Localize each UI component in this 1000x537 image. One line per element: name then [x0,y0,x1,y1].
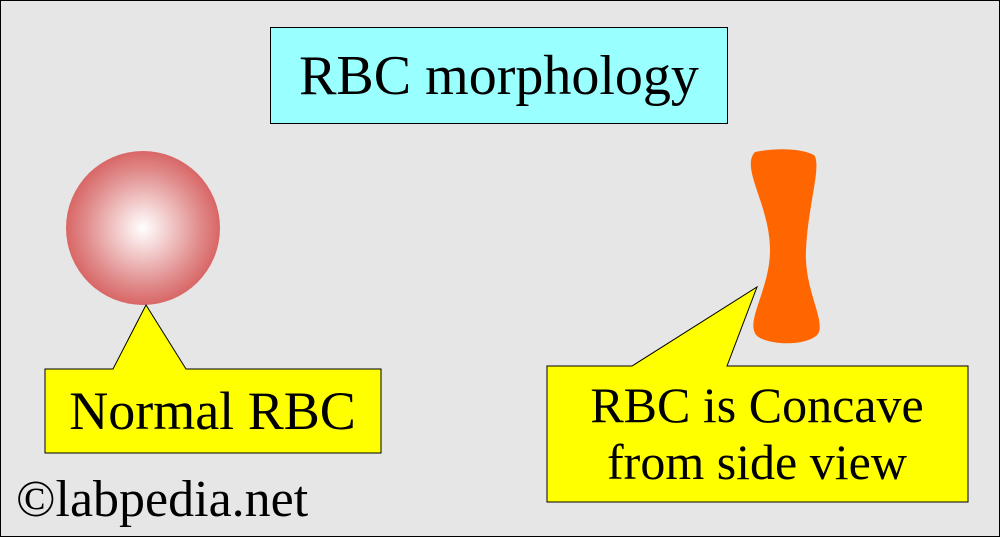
diagram-title: RBC morphology [270,27,728,124]
concave-rbc-callout-bubble [546,285,969,503]
normal-rbc-label: Normal RBC [69,380,356,441]
side-view-rbc-shape [750,149,820,344]
concave-rbc-label: RBC is Concave from side view [590,377,924,490]
normal-rbc-callout-bubble [44,303,382,454]
copyright-watermark: ©labpedia.net [16,471,309,528]
normal-rbc-circle [66,151,220,305]
